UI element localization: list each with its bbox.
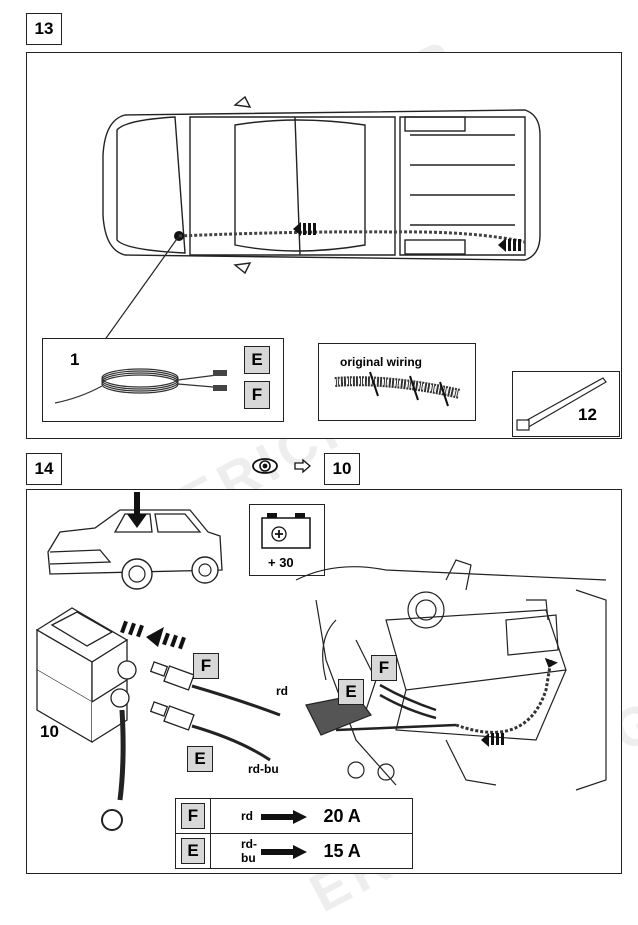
- leader-line: [98, 235, 180, 349]
- fuse-holder-illustration: [35, 607, 137, 831]
- battery-terminal-label: + 30: [268, 555, 294, 570]
- harness-connectors: [149, 661, 281, 762]
- part-12-label: 12: [578, 405, 597, 424]
- harness-connector-f-label: F: [193, 653, 219, 679]
- fuse-rating-20a: 20 A: [323, 805, 361, 826]
- arrow-right-icon: [261, 845, 307, 860]
- step-13-number: 13: [26, 13, 62, 45]
- truck-top-view: [102, 95, 541, 275]
- battery-icon: [261, 513, 311, 549]
- fuse-rating-15a: 15 A: [323, 840, 361, 861]
- part-10-label: 10: [40, 722, 59, 741]
- wire-rdbu-label: rd-bu: [248, 762, 279, 776]
- harness-connector-e-label: E: [187, 746, 213, 772]
- wire-rd-label: rd: [276, 684, 288, 698]
- arrow-right-icon: [261, 810, 307, 825]
- harness-coil: [54, 368, 227, 404]
- fuse-wire-rdbu: rd-bu: [210, 833, 260, 869]
- cable-tie-icon: [516, 377, 607, 431]
- original-wiring-illustration: [334, 371, 462, 407]
- original-wiring-label: original wiring: [340, 355, 423, 369]
- insert-arrow: [120, 620, 186, 650]
- fuse-row: F rd 20 A: [175, 798, 413, 834]
- fuse-wire-rd: rd: [210, 798, 260, 834]
- ref-step-10: 10: [324, 453, 360, 485]
- arrow-right-icon: [294, 458, 311, 474]
- engine-connector-f-label: F: [371, 655, 397, 681]
- fuse-connector-f: F: [181, 803, 205, 829]
- step-14-number: 14: [26, 453, 62, 485]
- pickup-truck-illustration: [47, 492, 223, 590]
- harness-box: [42, 338, 284, 422]
- engine-bay-illustration: [295, 559, 607, 791]
- fuse-connector-e: E: [181, 838, 205, 864]
- connector-e-label: E: [244, 346, 270, 374]
- engine-connector-e-label: E: [338, 679, 364, 705]
- connector-f-label: F: [244, 381, 270, 409]
- fuse-rating-table: F rd 20 A E rd-bu 15 A: [175, 798, 413, 869]
- callout-1: 1: [70, 350, 80, 369]
- eye-icon: [252, 458, 278, 474]
- fuse-row: E rd-bu 15 A: [175, 833, 413, 869]
